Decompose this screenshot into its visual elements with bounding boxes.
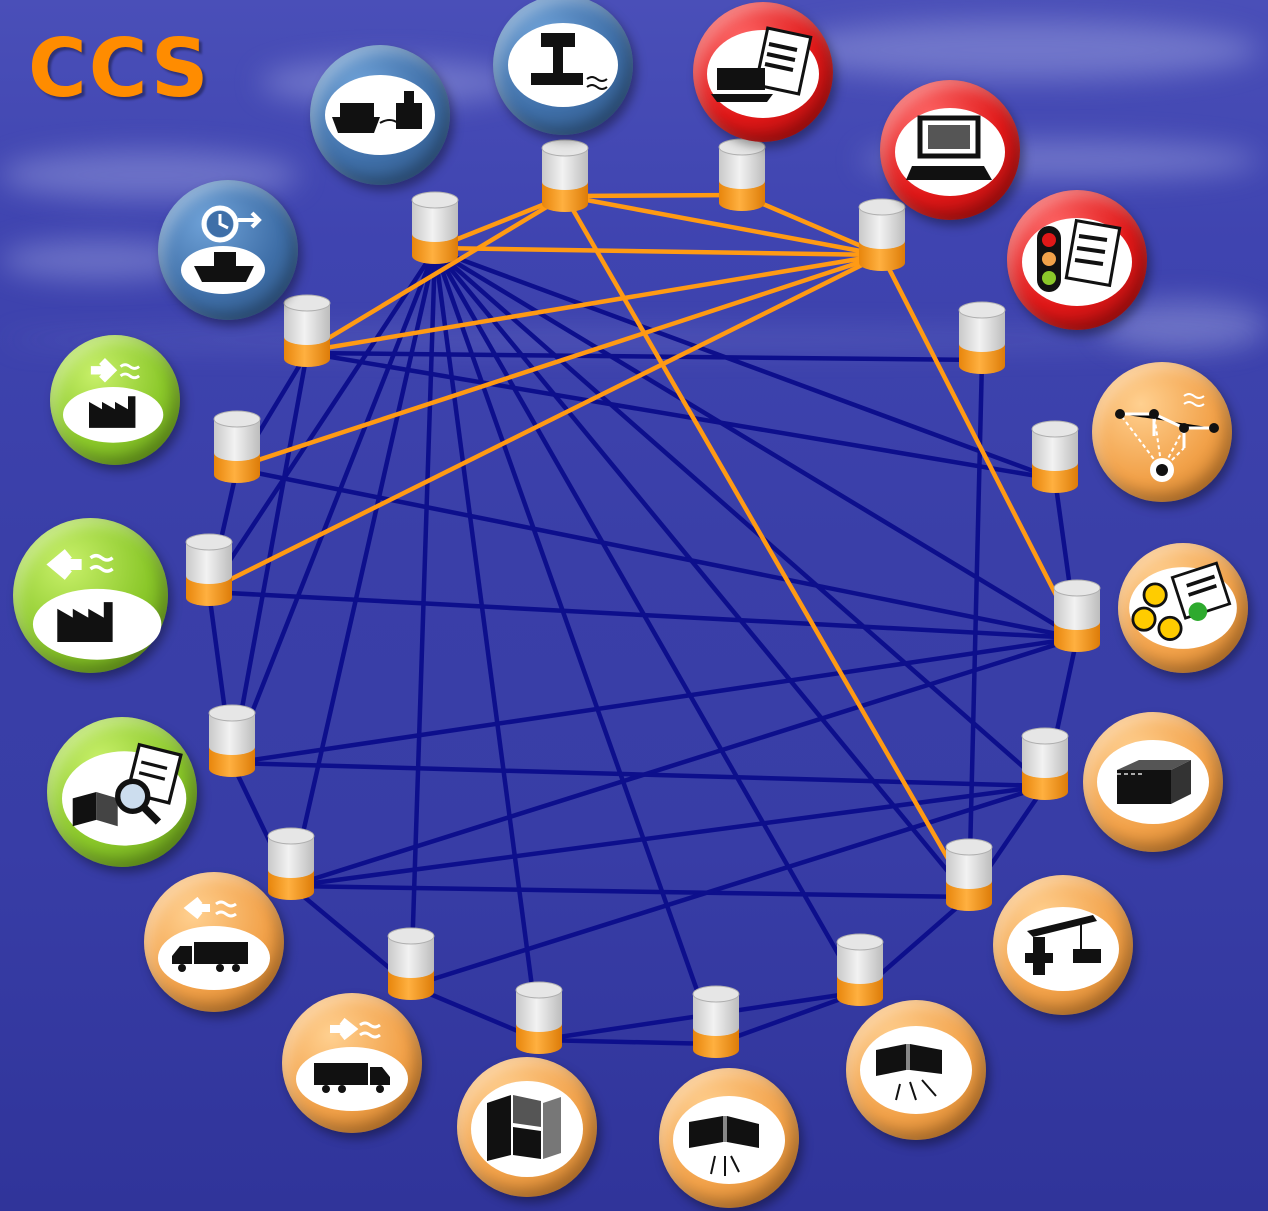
- boxes-icon: [471, 1081, 583, 1177]
- truck-right-icon: [296, 1017, 408, 1111]
- orange-link-10: [563, 194, 971, 897]
- blue-link-8: [229, 249, 438, 764]
- blue-link-23: [538, 1037, 717, 1047]
- blue-link-15: [208, 589, 1078, 641]
- database-node: [515, 981, 563, 1054]
- hub-network-graph: [1092, 362, 1232, 502]
- database-node: [185, 533, 233, 606]
- database-node: [283, 294, 331, 367]
- database-node: [1053, 579, 1101, 652]
- database-node: [541, 139, 589, 212]
- database-node: [1031, 420, 1079, 493]
- factory-right-icon: [63, 358, 164, 443]
- hub-traffic-light-document: [1007, 190, 1147, 330]
- hub-container-load: [659, 1068, 799, 1208]
- database-node: [858, 198, 906, 271]
- hub-payment-ok: [1118, 543, 1248, 673]
- container-icon: [1097, 740, 1209, 824]
- orange-link-1: [434, 245, 883, 258]
- hub-port-crane: [993, 875, 1133, 1015]
- ship-clock-icon: [181, 205, 265, 294]
- orange-link-7: [236, 252, 883, 470]
- hub-container-unload: [846, 1000, 986, 1140]
- orange-link-9: [879, 253, 1080, 638]
- hub-laptop: [880, 80, 1020, 220]
- blue-link-2: [433, 248, 971, 899]
- hub-ship-departure: [158, 180, 298, 320]
- hub-container-box: [1083, 712, 1223, 852]
- orange-link-2: [564, 193, 883, 258]
- orange-link-6: [305, 194, 567, 353]
- blue-link-26: [290, 783, 1046, 889]
- blue-link-1: [433, 248, 1047, 788]
- database-node: [267, 827, 315, 900]
- blue-link-4: [432, 249, 719, 1045]
- magnifier-box-icon: [62, 742, 187, 846]
- blue-link-14: [236, 466, 1078, 641]
- blue-link-27: [231, 760, 1046, 789]
- orange-link-8: [207, 252, 884, 593]
- crane-icon: [1007, 907, 1119, 991]
- database-node: [411, 191, 459, 264]
- hub-control-tower: [493, 0, 633, 135]
- hub-factory-import: [12, 517, 168, 673]
- database-node: [387, 927, 435, 1000]
- network-graph-icon: [1115, 393, 1219, 482]
- database-node: [213, 410, 261, 483]
- document-laptop-icon: [707, 26, 819, 118]
- blue-link-9: [207, 248, 437, 594]
- blue-link-0: [433, 248, 1079, 640]
- blue-link-34: [434, 247, 1056, 482]
- database-node: [945, 838, 993, 911]
- container-unload-icon: [860, 1026, 972, 1114]
- traffic-light-icon: [1022, 218, 1132, 306]
- database-node: [718, 138, 766, 211]
- database-node: [208, 704, 256, 777]
- blue-link-5: [432, 249, 542, 1041]
- blue-link-24: [715, 989, 861, 1047]
- ship-crane-icon: [325, 75, 435, 155]
- euro-coins-ok-icon: [1129, 561, 1237, 649]
- blue-link-28: [290, 883, 970, 900]
- blue-link-10: [306, 350, 983, 363]
- hub-inspection: [47, 717, 197, 867]
- truck-left-icon: [158, 896, 270, 990]
- database-node: [836, 933, 884, 1006]
- blue-link-11: [306, 350, 1056, 482]
- database-node: [1021, 727, 1069, 800]
- database-node: [958, 301, 1006, 374]
- hub-cargo-ship-crane: [310, 45, 450, 185]
- container-load-icon: [673, 1096, 785, 1184]
- control-tower-icon: [508, 23, 618, 107]
- hub-truck-export: [282, 993, 422, 1133]
- hub-truck-import: [144, 872, 284, 1012]
- laptop-icon: [895, 108, 1005, 196]
- blue-link-35: [410, 783, 1046, 989]
- orange-link-4: [741, 192, 883, 258]
- factory-left-icon: [32, 548, 161, 660]
- hub-factory-export: [50, 335, 180, 465]
- hub-warehouse-boxes: [457, 1057, 597, 1197]
- ccs-title: CCS: [28, 22, 211, 115]
- orange-link-3: [564, 192, 743, 199]
- orange-link-5: [306, 252, 883, 354]
- database-node: [692, 985, 740, 1058]
- blue-link-17: [290, 635, 1078, 889]
- hub-document-computer: [693, 2, 833, 142]
- blue-link-6: [408, 249, 438, 987]
- blue-link-16: [231, 635, 1078, 766]
